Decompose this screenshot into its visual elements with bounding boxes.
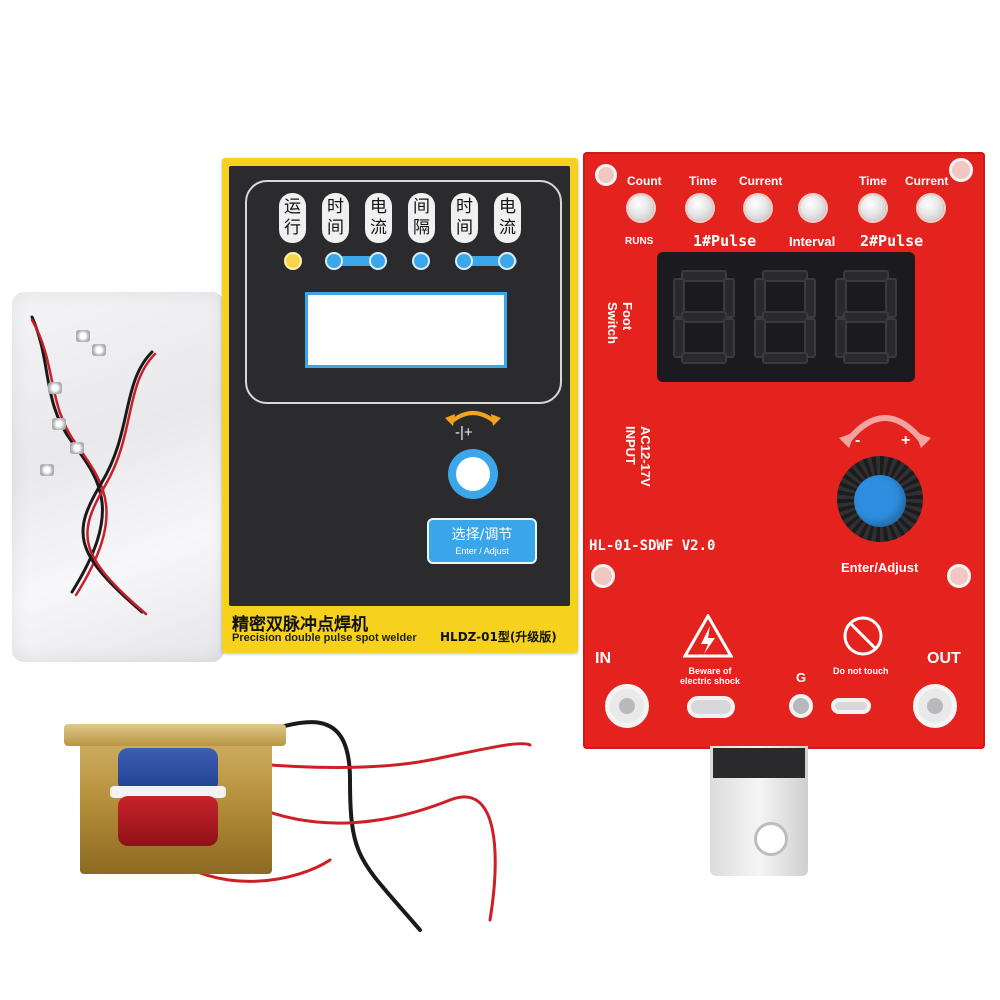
chip-current-1: 电 流 xyxy=(365,193,392,243)
out-terminal-pad xyxy=(913,684,957,728)
enter-button-en-label: Enter / Adjust xyxy=(455,546,509,556)
enter-adjust-button[interactable]: 选择/调节 Enter / Adjust xyxy=(427,518,537,564)
display-digit xyxy=(673,270,735,364)
enter-adjust-label: Enter/Adjust xyxy=(841,560,919,575)
chip-current-2: 电 流 xyxy=(494,193,521,243)
seven-segment-display xyxy=(657,252,915,382)
chip-run: 运 行 xyxy=(279,193,306,243)
time1-led xyxy=(687,195,713,221)
interval-led xyxy=(800,195,826,221)
hardware-bag xyxy=(12,292,224,662)
time2-led xyxy=(860,195,886,221)
display-window xyxy=(305,292,507,368)
time2-led xyxy=(455,252,473,270)
slot-pad xyxy=(831,698,871,714)
sticker-title-en: Precision double pulse spot welder xyxy=(232,632,417,644)
current1-label: Current xyxy=(739,174,783,188)
transformer-coil-band xyxy=(110,786,226,798)
sticker-model: HLDZ-01型(升级版) xyxy=(440,630,557,644)
transformer-coil-blue xyxy=(118,748,218,792)
pulse2-bar xyxy=(457,256,517,266)
control-panel-sticker: 运 行 时 间 电 流 间 隔 时 间 电 流 -|+ 选择/调节 Enter … xyxy=(222,158,578,653)
knob-cap xyxy=(854,475,906,527)
current2-led xyxy=(918,195,944,221)
g-pad xyxy=(789,694,813,718)
current1-led xyxy=(369,252,387,270)
nut xyxy=(52,418,66,430)
in-terminal-pad xyxy=(605,684,649,728)
chip-interval: 间 隔 xyxy=(408,193,435,243)
time2-label: Time xyxy=(859,174,887,188)
chip-time-1: 时 间 xyxy=(322,193,349,243)
adjust-symbol: -|+ xyxy=(455,424,473,441)
current2-led xyxy=(498,252,516,270)
mount-hole xyxy=(947,564,971,588)
model-label: HL-01-SDWF V2.0 xyxy=(589,538,716,554)
slot-pad xyxy=(687,696,735,718)
interval-label: Interval xyxy=(789,234,836,249)
minus-label: - xyxy=(855,432,861,449)
mount-hole xyxy=(595,164,617,186)
count-led xyxy=(628,195,654,221)
shock-warning-text: Beware of electric shock xyxy=(679,666,741,686)
transistor-body xyxy=(713,748,805,778)
indicator-frame xyxy=(245,180,562,404)
display-digit xyxy=(835,270,897,364)
pulse1-bar xyxy=(327,256,387,266)
sticker-panel: 运 行 时 间 电 流 间 隔 时 间 电 流 -|+ 选择/调节 Enter … xyxy=(229,166,570,606)
current1-led xyxy=(745,195,771,221)
time1-label: Time xyxy=(689,174,717,188)
mount-hole xyxy=(591,564,615,588)
interval-led xyxy=(412,252,430,270)
no-touch-icon xyxy=(843,616,883,656)
knob-center xyxy=(456,457,490,491)
nut xyxy=(70,442,84,454)
plus-label: + xyxy=(901,432,911,449)
do-not-touch-text: Do not touch xyxy=(833,666,889,676)
pulse1-label: 1#Pulse xyxy=(693,232,757,250)
nut xyxy=(76,330,90,342)
transformer-coil-red xyxy=(118,796,218,846)
heatsink-hole xyxy=(754,822,788,856)
g-label: G xyxy=(796,670,807,685)
time1-led xyxy=(325,252,343,270)
electric-shock-warning-icon xyxy=(683,614,733,658)
runs-label: RUNS xyxy=(625,236,654,247)
run-indicator-led xyxy=(284,252,302,270)
rotate-arrow-icon xyxy=(445,411,501,426)
in-label: IN xyxy=(595,650,611,667)
nut xyxy=(40,464,54,476)
out-label: OUT xyxy=(927,650,961,667)
sticker-title-cn: 精密双脉冲点焊机 xyxy=(232,615,368,635)
transformer-bracket xyxy=(64,724,286,746)
display-digit xyxy=(754,270,816,364)
pcb-board: Count Time Current Time Current RUNS 1#P… xyxy=(583,152,985,749)
nut xyxy=(48,382,62,394)
nut xyxy=(92,344,106,356)
rotate-arrow-icon xyxy=(839,415,931,448)
enter-button-cn-label: 选择/调节 xyxy=(451,527,513,543)
pulse2-label: 2#Pulse xyxy=(860,232,924,250)
count-label: Count xyxy=(627,174,662,188)
chip-time-2: 时 间 xyxy=(451,193,478,243)
mount-hole xyxy=(949,158,973,182)
current2-label: Current xyxy=(905,174,949,188)
